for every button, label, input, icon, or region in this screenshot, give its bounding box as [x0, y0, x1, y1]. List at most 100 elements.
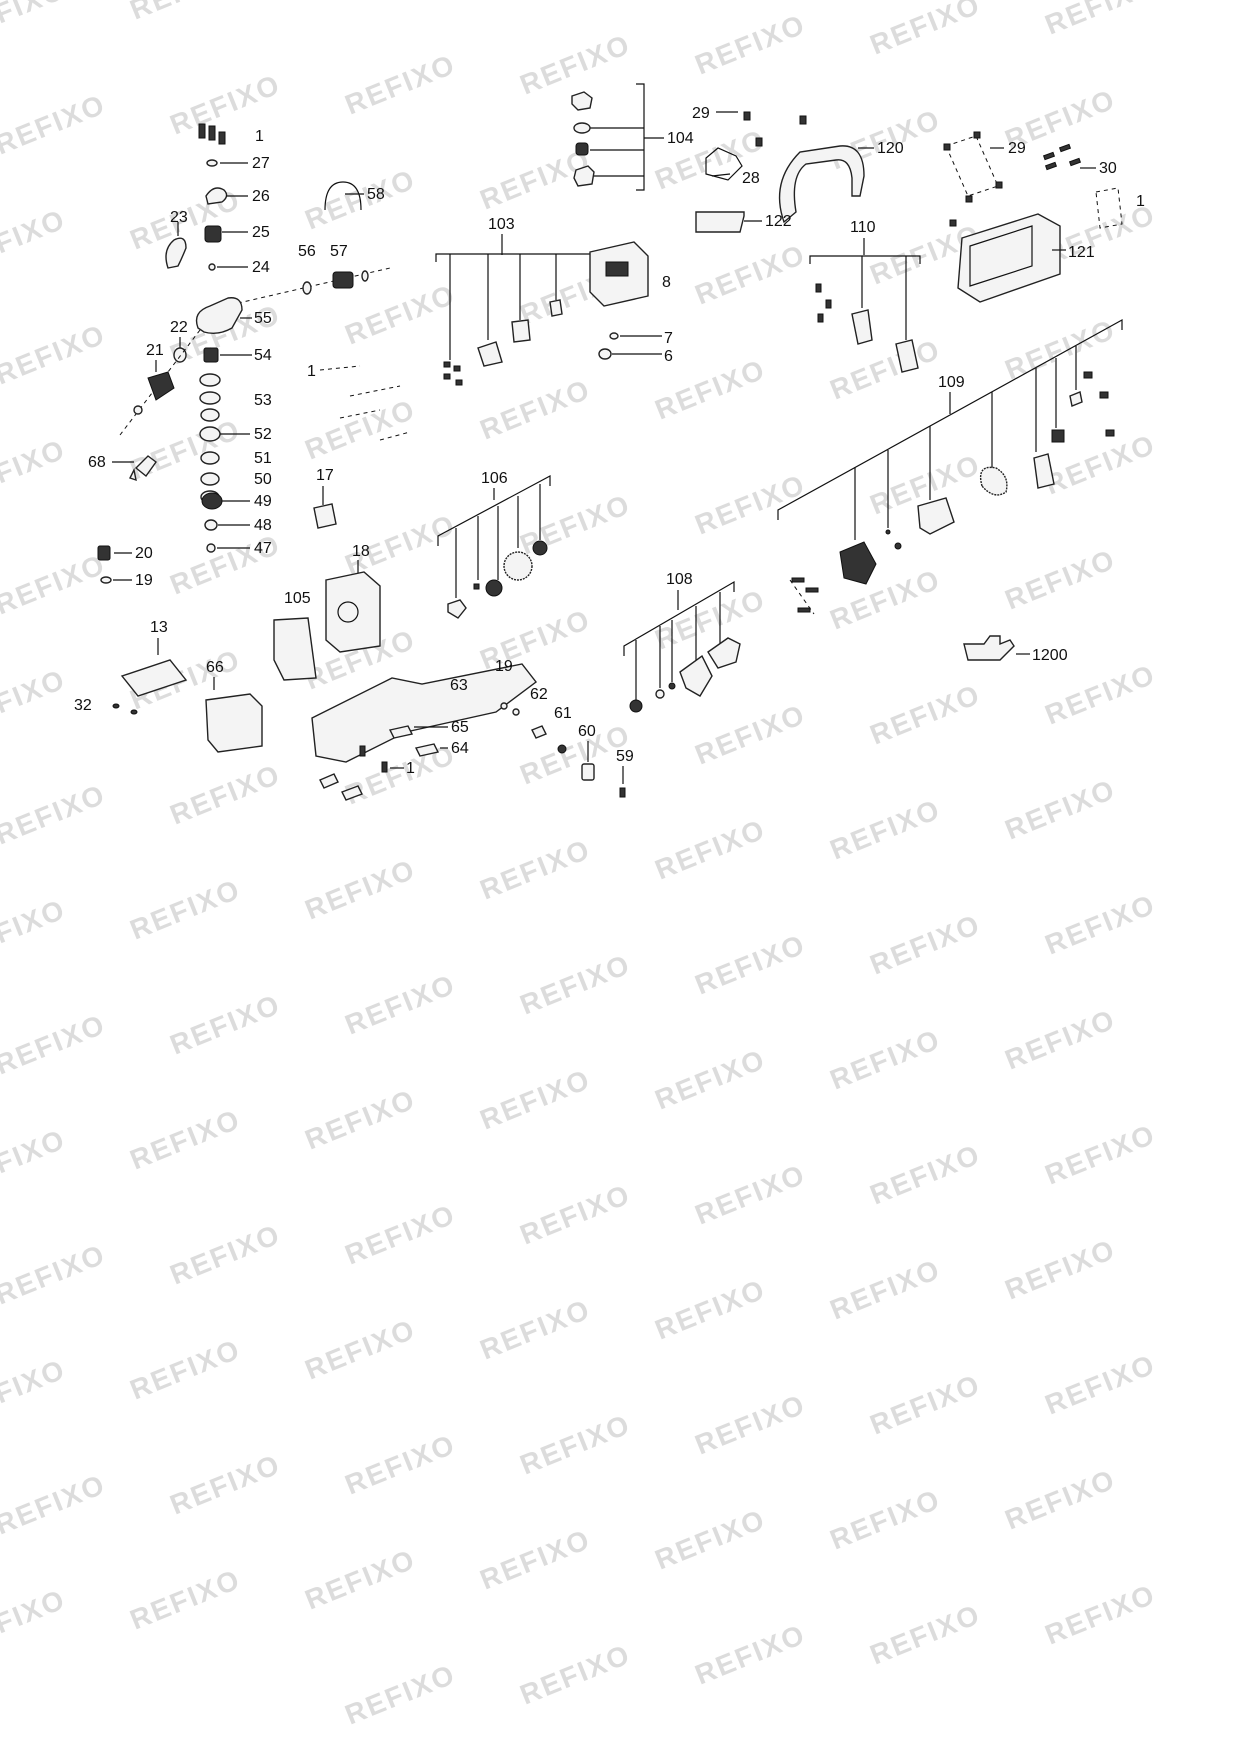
watermark-text: REFIXO [0, 663, 70, 735]
label-48: 48 [254, 517, 272, 534]
part-60 [581, 763, 595, 781]
watermark-text: REFIXO [866, 1368, 985, 1440]
watermark-text: REFIXO [866, 678, 985, 750]
nut-part-57 [332, 271, 354, 289]
watermark-text: REFIXO [1041, 1578, 1160, 1650]
motor-housing-group: 17 18 105 13 32 66 63 65 64 1 19 [74, 467, 634, 801]
watermark-text: REFIXO [826, 1023, 945, 1095]
label-66: 66 [206, 659, 224, 676]
screw-set-part-29 [943, 131, 1003, 227]
clamp-part-26 [205, 187, 228, 205]
watermark-text: REFIXO [126, 1103, 245, 1175]
watermark-text: REFIXO [0, 1468, 110, 1540]
screw-part-1 [198, 123, 226, 145]
label-19a: 19 [135, 572, 153, 589]
watermark-text: REFIXO [126, 1563, 245, 1635]
part-59 [619, 787, 626, 798]
label-51: 51 [254, 450, 272, 467]
cap-part-20 [97, 545, 111, 561]
watermark-text: REFIXO [341, 1658, 460, 1730]
watermark-text: REFIXO [0, 433, 70, 505]
label-110: 110 [850, 219, 876, 236]
label-32: 32 [74, 697, 92, 714]
label-24: 24 [252, 259, 270, 276]
base-plate-part-63 [311, 663, 537, 763]
label-120: 120 [877, 140, 904, 157]
watermark-text: REFIXO [166, 988, 285, 1060]
watermark-text: REFIXO [0, 893, 70, 965]
watermark-text: REFIXO [301, 1083, 420, 1155]
watermark-text: REFIXO [126, 0, 245, 26]
watermark-text: REFIXO [1041, 888, 1160, 960]
watermark-text: REFIXO [691, 1158, 810, 1230]
label-21: 21 [146, 342, 164, 359]
watermark-text: REFIXO [866, 0, 985, 61]
watermark-text: REFIXO [341, 1428, 460, 1500]
watermark-text: REFIXO [1001, 1003, 1120, 1075]
label-105: 105 [284, 590, 311, 607]
label-1c: 1 [307, 363, 316, 380]
label-61: 61 [554, 705, 572, 722]
ring-part-48 [204, 519, 218, 531]
watermark-text: REFIXO [341, 1198, 460, 1270]
part-62 [531, 725, 547, 739]
cover-part-13 [120, 659, 188, 697]
label-8: 8 [662, 274, 671, 291]
watermark-text: REFIXO [516, 1638, 635, 1710]
coupling-part-21 [147, 371, 175, 401]
watermark-text: REFIXO [301, 393, 420, 465]
watermark-text: REFIXO [476, 833, 595, 905]
label-22: 22 [170, 319, 188, 336]
watermark-text: REFIXO [0, 318, 110, 390]
label-29a: 29 [692, 105, 710, 122]
watermark-text: REFIXO [476, 1523, 595, 1595]
watermark-text: REFIXO [1001, 1463, 1120, 1535]
watermark-text: REFIXO [341, 278, 460, 350]
watermark-text: REFIXO [1001, 313, 1120, 385]
knob-part-23 [165, 237, 187, 269]
ring-part-27 [206, 159, 218, 167]
watermark-text: REFIXO [301, 853, 420, 925]
label-26: 26 [252, 188, 270, 205]
label-56: 56 [298, 243, 316, 260]
label-58: 58 [367, 186, 385, 203]
label-53: 53 [254, 392, 272, 409]
watermark-text: REFIXO [866, 1138, 985, 1210]
gasket-part-105 [273, 617, 317, 681]
watermark-text: REFIXO [691, 468, 810, 540]
watermark-text: REFIXO [651, 1043, 770, 1115]
label-55: 55 [254, 310, 272, 327]
ring-part-7 [609, 332, 619, 340]
label-63: 63 [450, 677, 468, 694]
watermark-text: REFIXO [1041, 1348, 1160, 1420]
foot-part-64 [414, 743, 440, 757]
watermark-text: REFIXO [0, 778, 110, 850]
foot-part-65 [388, 725, 414, 739]
watermark-text: REFIXO [301, 1313, 420, 1385]
washer-part-50 [200, 472, 220, 486]
upper-right-group: 29 28 120 122 110 [692, 105, 1145, 373]
watermark-text: REFIXO [301, 1543, 420, 1615]
label-19b: 19 [495, 658, 513, 675]
fitting-part-55 [195, 297, 243, 335]
part-group-110 [815, 283, 919, 373]
part-6 [598, 348, 612, 360]
label-29b: 29 [1008, 140, 1026, 157]
center-groups: 1 103 104 [307, 83, 741, 713]
watermark-text: REFIXO [651, 1503, 770, 1575]
watermark-text: REFIXO [1001, 543, 1120, 615]
part-61 [557, 744, 567, 754]
watermark-text: REFIXO [1041, 0, 1160, 41]
label-62: 62 [530, 686, 548, 703]
label-109: 109 [938, 374, 965, 391]
watermark-text: REFIXO [691, 238, 810, 310]
watermark-text: REFIXO [866, 908, 985, 980]
watermark-text: REFIXO [0, 1583, 70, 1655]
block-part-17 [313, 503, 337, 529]
watermark-text: REFIXO [516, 1178, 635, 1250]
watermark-text: REFIXO [1041, 658, 1160, 730]
label-68: 68 [88, 454, 106, 471]
nut-part-54 [203, 347, 219, 363]
watermark-text: REFIXO [516, 1408, 635, 1480]
watermark-text: REFIXO [126, 1333, 245, 1405]
